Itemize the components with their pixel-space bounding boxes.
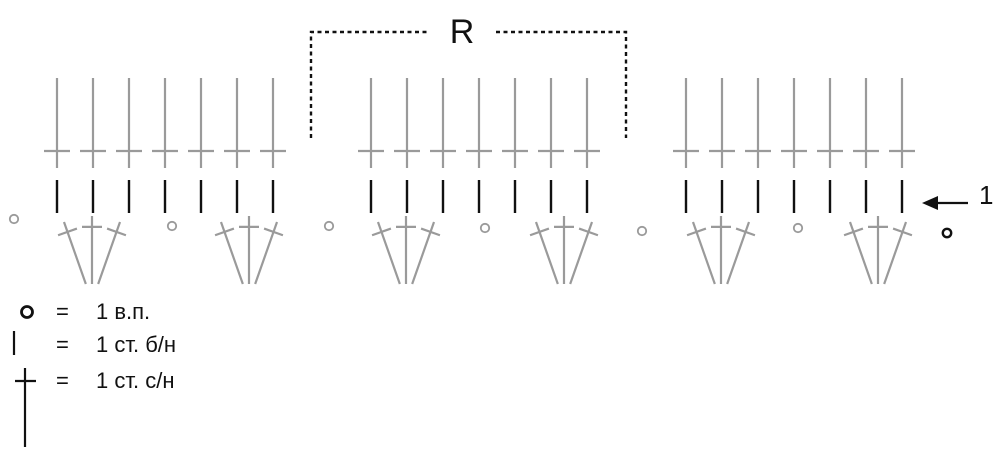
tall-crossed-stitch-icon [15,368,36,447]
chain-stitch [8,213,20,225]
tall-stitch-row [44,78,915,168]
chain-stitch [166,220,178,232]
tall-stitch [260,78,286,168]
tall-stitch [80,78,106,168]
tall-stitch [817,78,843,168]
fan-cluster [529,216,599,285]
legend-label: 1 ст. б/н [96,332,176,357]
tall-stitch [853,78,879,168]
tall-stitch [466,78,492,168]
tall-stitch [781,78,807,168]
short-bar-row [55,180,904,213]
tall-stitch [188,78,214,168]
fan-cluster [686,216,756,285]
chain-stitch [479,222,491,234]
chain-stitch [941,227,953,239]
legend-equals: = [56,368,69,393]
tall-stitch [430,78,456,168]
legend-label: 1 ст. с/н [96,368,174,393]
chain-row [8,213,953,239]
tall-stitch [394,78,420,168]
tall-stitch [538,78,564,168]
tall-stitch [502,78,528,168]
tall-stitch [358,78,384,168]
repeat-bracket: R [309,13,628,138]
fan-cluster [214,216,284,285]
legend: = 1 в.п. = 1 ст. б/н = 1 ст. с/н [12,299,176,447]
tall-stitch [116,78,142,168]
legend-equals: = [56,332,69,357]
chain-stitch [792,222,804,234]
fan-row [57,216,913,285]
chain-stitch [323,220,335,232]
row-marker: 1 [922,180,993,210]
legend-item-double: = 1 ст. с/н [15,368,174,447]
legend-item-single: = 1 ст. б/н [12,331,176,357]
fan-cluster [371,216,441,285]
repeat-label: R [450,13,475,51]
tall-stitch [224,78,250,168]
tall-stitch [44,78,70,168]
chain-stitch [636,225,648,237]
legend-item-chain: = 1 в.п. [20,299,150,324]
legend-equals: = [56,299,69,324]
row-number: 1 [979,180,993,210]
tall-stitch [574,78,600,168]
tall-stitch [709,78,735,168]
arrowhead [922,196,938,210]
tall-stitch [152,78,178,168]
fan-cluster [57,216,127,285]
tall-stitch [745,78,771,168]
fan-cluster [843,216,913,285]
tall-stitch [673,78,699,168]
legend-label: 1 в.п. [96,299,150,324]
tall-stitch [889,78,915,168]
chain-circle-icon [20,305,34,319]
